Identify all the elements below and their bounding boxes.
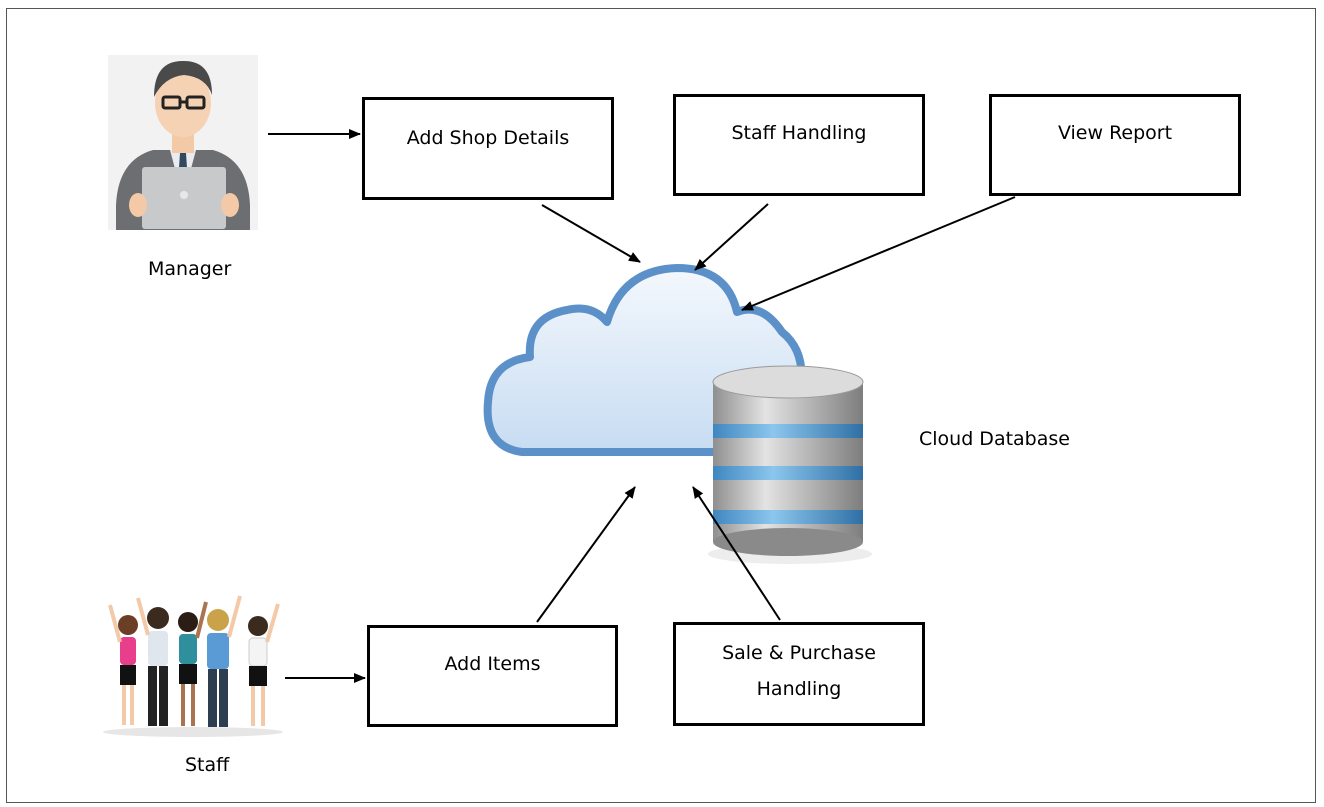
add-items-label: Add Items <box>444 653 541 675</box>
arrow-add-items-to-cloud <box>536 486 636 623</box>
diagram-frame <box>6 8 1316 803</box>
add-shop-details-box: Add Shop Details <box>362 97 614 200</box>
manager-icon <box>108 55 258 230</box>
view-report-label: View Report <box>1057 122 1173 144</box>
arrow-view-report-to-cloud <box>741 196 1016 311</box>
arrow-sale-purchase-to-cloud <box>692 486 781 621</box>
staff-handling-box: Staff Handling <box>673 94 925 196</box>
cloud-database-label: Cloud Database <box>919 428 1070 450</box>
arrow-staff-handling-to-cloud <box>694 203 769 271</box>
manager-label: Manager <box>148 258 232 280</box>
view-report-box: View Report <box>989 94 1241 196</box>
sale-purchase-label-line2: Handling <box>756 678 842 700</box>
arrow-add-shop-to-cloud <box>541 204 641 263</box>
sale-purchase-handling-box: Sale & Purchase Handling <box>673 622 925 726</box>
staff-label: Staff <box>185 754 230 776</box>
add-items-box: Add Items <box>367 625 618 727</box>
add-shop-details-label: Add Shop Details <box>406 127 570 149</box>
staff-handling-label: Staff Handling <box>731 122 867 144</box>
database-icon <box>708 362 878 567</box>
sale-purchase-label-line1: Sale & Purchase <box>722 642 876 664</box>
staff-group-icon <box>98 590 288 740</box>
